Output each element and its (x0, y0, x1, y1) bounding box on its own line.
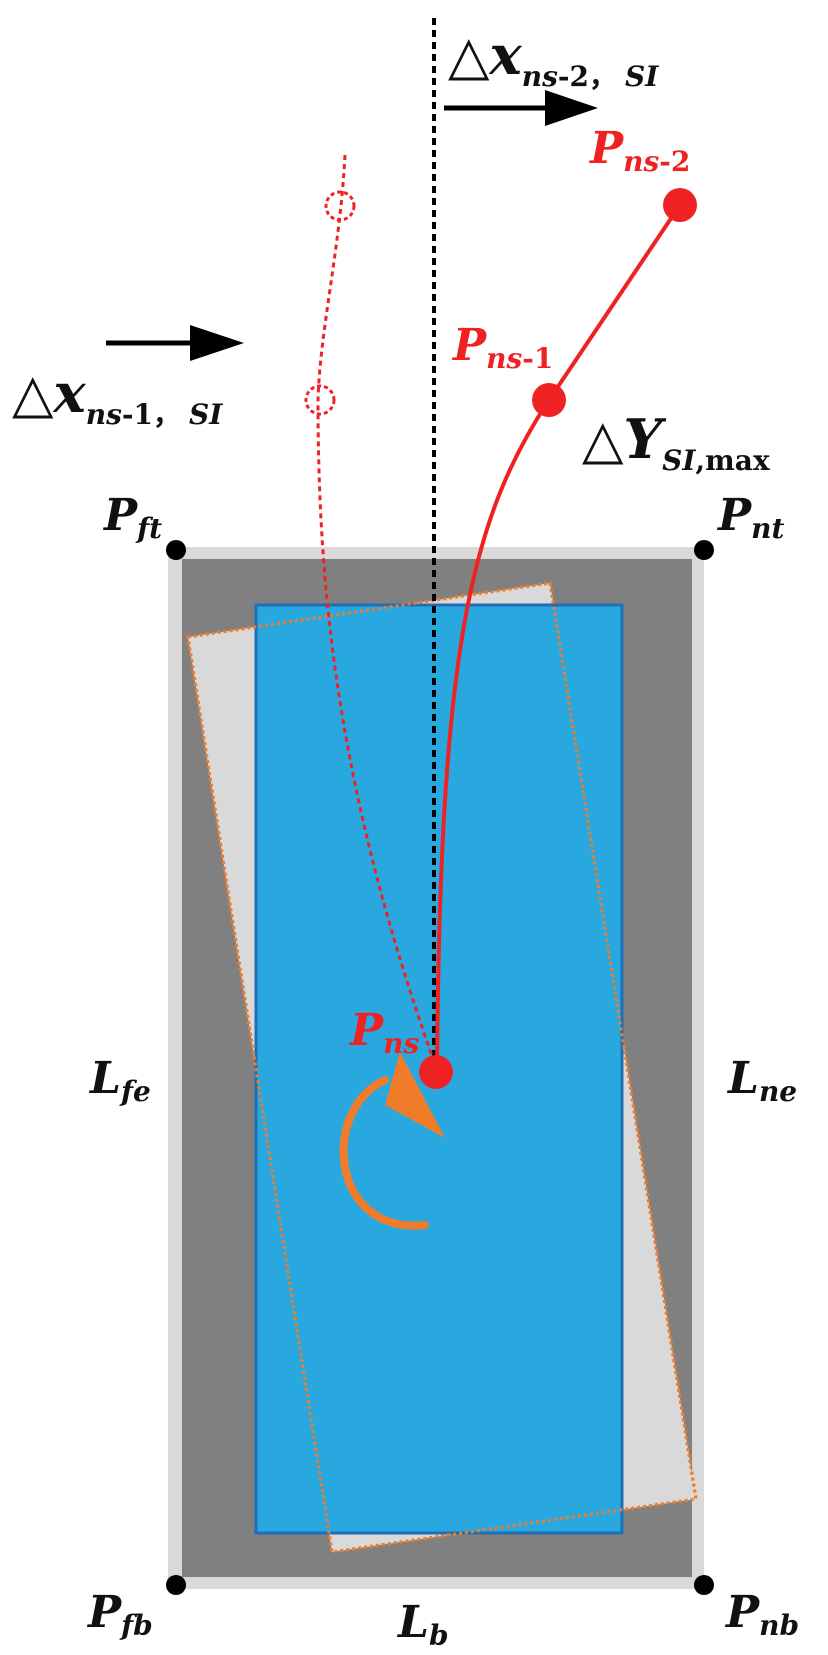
label-l-b: Lb (396, 1597, 449, 1652)
arrow-delta-x1 (106, 325, 244, 361)
point-pns2 (663, 188, 697, 222)
label-delta-y: △YSI,max (582, 407, 770, 477)
corner-point-ft (166, 540, 186, 560)
label-p-fb: Pfb (86, 1587, 153, 1642)
label-delta-x2: △xns-2，SI (448, 23, 659, 93)
solid-trajectory (435, 203, 682, 1073)
rotated-panel-outline (186, 581, 698, 1554)
rotation-arrowhead (385, 1052, 445, 1138)
dashed-trajectory (316, 154, 439, 1071)
corner-point-nt (694, 540, 714, 560)
label-l-ne: Lne (726, 1053, 797, 1108)
label-p-ns1: Pns-1 (451, 320, 553, 375)
label-p-ns2: Pns-2 (588, 123, 690, 178)
label-delta-x1: △xns-1，SI (12, 361, 223, 431)
rotation-arc (339, 1076, 429, 1230)
point-pns (419, 1055, 453, 1089)
label-p-ft: Pft (102, 490, 162, 545)
dashed-point-lower (304, 384, 336, 416)
dashed-point-upper (324, 190, 356, 222)
label-l-fe: Lfe (88, 1053, 151, 1108)
arrow-delta-x2 (444, 90, 598, 126)
corner-point-nb (694, 1575, 714, 1595)
label-p-nb: Pnb (724, 1587, 799, 1642)
label-p-nt: Pnt (716, 490, 784, 545)
point-pns1 (532, 383, 566, 417)
corner-point-fb (166, 1575, 186, 1595)
label-p-ns: Pns (348, 1005, 419, 1060)
